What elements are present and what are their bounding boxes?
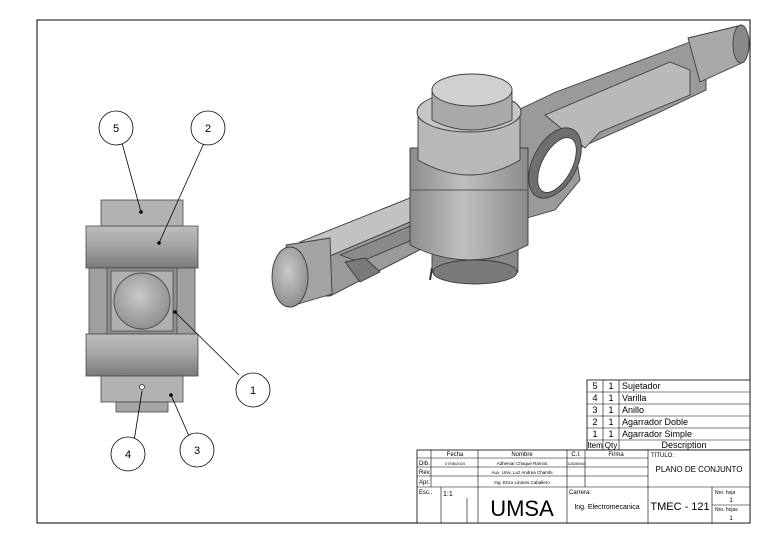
tb-row-apr-label: Apr. — [419, 480, 430, 486]
bom-row-1-item: 1 — [592, 429, 597, 439]
tb-code: TMEC - 121 — [650, 501, 709, 513]
bill-of-materials: 5 1 Sujetador 4 1 Varilla 3 1 Anillo 2 1… — [586, 379, 751, 451]
tb-nro-hojas-label: Nro. hojas — [715, 507, 738, 513]
balloon-4: 4 — [110, 436, 146, 472]
bom-row-5-desc: Sujetador — [622, 381, 661, 391]
balloon-5: 5 — [98, 110, 134, 146]
umsa-logo: UMSA — [490, 496, 554, 521]
balloon-3-label: 3 — [194, 445, 200, 457]
balloon-1: 1 — [235, 372, 271, 408]
tb-col-firma: Firma — [608, 452, 624, 458]
title-block: Fecha Nombre C.I. Firma TITULO: PLANO DE… — [416, 449, 751, 524]
tb-row-apr-nombre: Ing. Enzo Linares Caballero — [494, 480, 550, 485]
bom-row-2-qty: 1 — [608, 417, 613, 427]
bom-row-1-qty: 1 — [608, 429, 613, 439]
bom-row-2-desc: Agarrador Doble — [622, 417, 688, 427]
bom-row-1-desc: Agarrador Simple — [622, 429, 692, 439]
tb-nro-hoja: 1 — [729, 498, 733, 504]
tb-titulo-label: TITULO: — [651, 453, 674, 459]
balloon-1-label: 1 — [250, 385, 256, 397]
tb-row-dib-fecha: 07/06/2024 — [445, 461, 466, 466]
tb-carrera: Ing. Electromecanica — [574, 504, 639, 511]
bom-header-item: Item — [587, 441, 603, 450]
bom-row-3-qty: 1 — [608, 405, 613, 415]
bom-header-desc: Description — [661, 440, 706, 450]
tb-carrera-label: Carrera: — [569, 490, 591, 496]
tb-row-rev-label: Rev. — [419, 470, 431, 476]
tb-col-ci: C.I. — [571, 452, 581, 458]
bom-row-5-qty: 1 — [608, 381, 613, 391]
tb-row-dib-label: Dib. — [419, 461, 430, 467]
tb-row-dib-ci: 12826940 — [567, 461, 586, 466]
balloon-4-label: 4 — [125, 449, 131, 461]
bom-row-4-qty: 1 — [608, 393, 613, 403]
tb-row-rev-nombre: Aux. Univ. Luz Andrea Chambi — [492, 470, 553, 475]
bom-row-2-item: 2 — [592, 417, 597, 427]
tb-col-fecha: Fecha — [447, 452, 464, 458]
bom-row-3-item: 3 — [592, 405, 597, 415]
tb-esc-value: 1:1 — [443, 491, 453, 498]
tb-nro-hojas: 1 — [729, 516, 733, 522]
tb-nro-hoja-label: Nro. hoja — [715, 490, 736, 496]
bom-row-4-desc: Varilla — [622, 393, 646, 403]
tb-row-dib-nombre: Adhemar Chaque Ramos — [497, 461, 549, 466]
bom-header-qty: Qty — [605, 441, 617, 450]
tb-titulo: PLANO DE CONJUNTO — [656, 465, 743, 474]
isometric-view — [271, 24, 750, 308]
balloon-2: 2 — [190, 110, 226, 146]
tb-esc-label: Esc.: — [419, 490, 433, 496]
bom-row-3-desc: Anillo — [622, 405, 644, 415]
front-view — [85, 199, 199, 413]
bom-row-5-item: 5 — [592, 381, 597, 391]
balloon-5-label: 5 — [113, 123, 119, 135]
bom-row-4-item: 4 — [592, 393, 597, 403]
balloon-3: 3 — [179, 432, 215, 468]
balloon-2-label: 2 — [205, 123, 211, 135]
balloon-leaders — [121, 142, 240, 442]
tb-col-nombre: Nombre — [511, 452, 533, 458]
